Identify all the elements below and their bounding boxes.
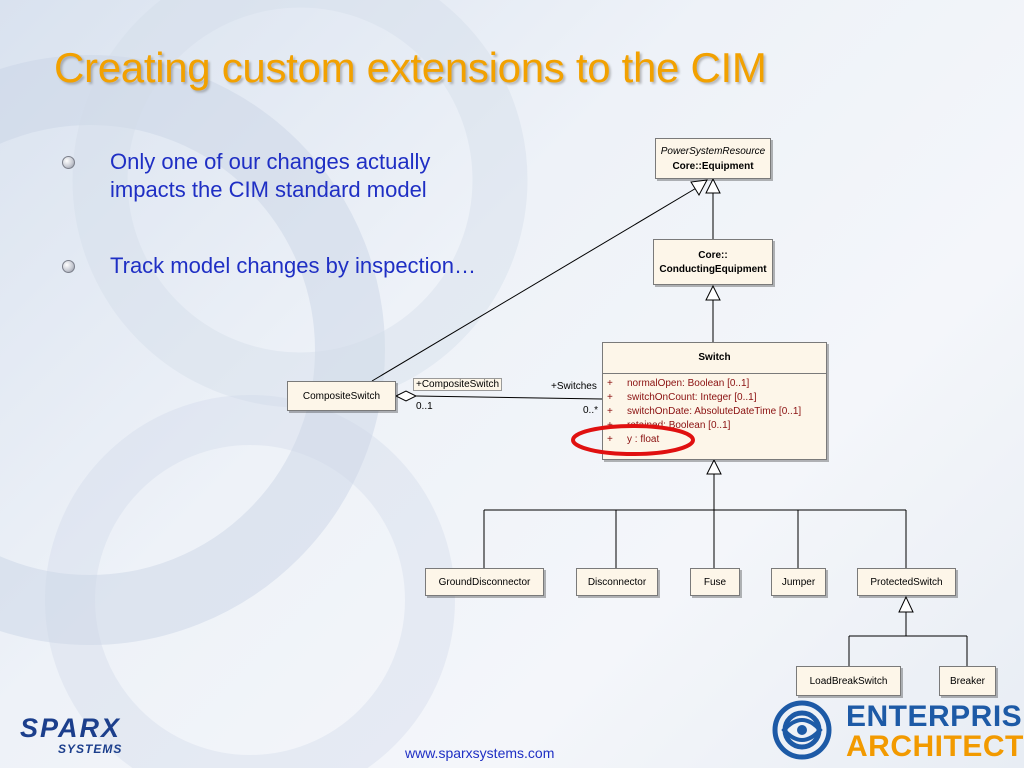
- role-label-composite: +CompositeSwitch: [413, 378, 503, 391]
- class-name: Switch: [603, 343, 826, 374]
- class-name-line1: Core::: [698, 249, 728, 261]
- enterprise-architect-icon: [772, 700, 832, 760]
- class-composite-switch: CompositeSwitch: [287, 381, 396, 411]
- attribute-row-highlighted: +y : float: [607, 434, 660, 445]
- role-label-switches: +Switches: [551, 381, 597, 392]
- bullet-text: Track model changes by inspection…: [110, 253, 477, 278]
- sparx-systems-logo: SPARX SYSTEMS: [20, 714, 122, 756]
- bullet-item: Only one of our changes actually impacts…: [62, 148, 502, 204]
- enterprise-architect-logo-line1: ENTERPRISE: [846, 700, 1024, 733]
- bullet-item: Track model changes by inspection…: [62, 252, 502, 280]
- sparx-logo-subtext: SYSTEMS: [58, 742, 123, 756]
- generalization-line: [371, 186, 699, 382]
- class-equipment: PowerSystemResource Core::Equipment: [655, 138, 771, 179]
- stereotype-label: PowerSystemResource: [660, 145, 766, 157]
- bullet-icon: [62, 260, 75, 273]
- class-ground-disconnector: GroundDisconnector: [425, 568, 544, 596]
- multiplicity-composite: 0..1: [416, 401, 433, 412]
- highlight-ellipse: [571, 424, 695, 456]
- class-load-break-switch: LoadBreakSwitch: [796, 666, 901, 696]
- bullet-text: Only one of our changes actually impacts…: [110, 149, 431, 202]
- aggregation-diamond: [394, 390, 418, 402]
- class-name: Core::Equipment: [672, 160, 754, 172]
- slide-title: Creating custom extensions to the CIM: [54, 44, 767, 91]
- class-jumper: Jumper: [771, 568, 826, 596]
- attribute-row: +switchOnCount: Integer [0..1]: [607, 392, 757, 403]
- class-disconnector: Disconnector: [576, 568, 658, 596]
- generalization-arrowhead: [705, 284, 721, 301]
- generalization-arrowhead: [705, 177, 721, 194]
- multiplicity-switches: 0..*: [583, 405, 599, 416]
- bullet-icon: [62, 156, 75, 169]
- aggregation-line: [415, 395, 603, 400]
- class-switch: Switch +normalOpen: Boolean [0..1] +swit…: [602, 342, 827, 460]
- generalization-arrowhead: [706, 458, 722, 475]
- class-protected-switch: ProtectedSwitch: [857, 568, 956, 596]
- footer-url[interactable]: www.sparxsystems.com: [405, 745, 555, 761]
- class-fuse: Fuse: [690, 568, 740, 596]
- generalization-arrowhead: [898, 595, 914, 613]
- class-name: CompositeSwitch: [302, 390, 381, 402]
- class-breaker: Breaker: [939, 666, 996, 696]
- attribute-row: +normalOpen: Boolean [0..1]: [607, 378, 750, 389]
- class-conducting-equipment: Core:: ConductingEquipment: [653, 239, 773, 285]
- bullet-list: Only one of our changes actually impacts…: [62, 148, 502, 328]
- enterprise-architect-logo-line2: ARCHITECT: [846, 730, 1024, 763]
- generalization-arrowhead: [690, 179, 708, 197]
- attribute-row: +switchOnDate: AbsoluteDateTime [0..1]: [607, 406, 802, 417]
- class-name-line2: ConductingEquipment: [659, 263, 767, 275]
- sparx-logo-text: SPARX: [20, 713, 122, 743]
